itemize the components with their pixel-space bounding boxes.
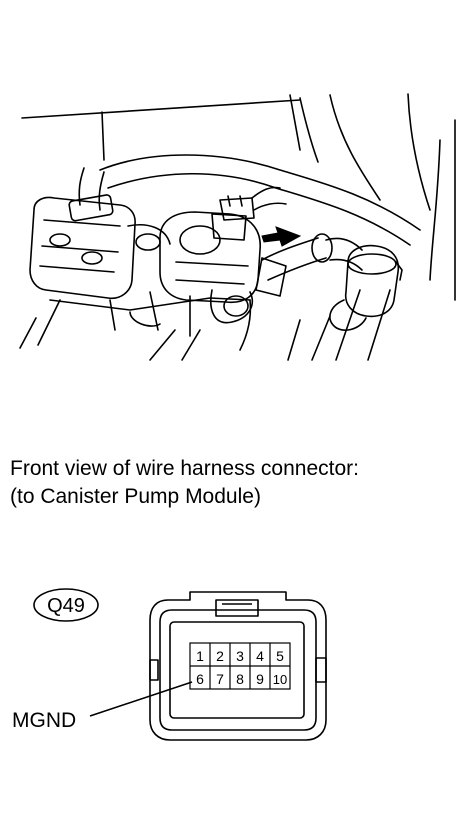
pin-grid	[189, 642, 291, 690]
pin-label: 2	[216, 648, 224, 664]
caption: Front view of wire harness connector: (t…	[10, 455, 470, 511]
pin-label: 1	[196, 648, 204, 664]
connector-code-oval	[33, 588, 99, 622]
pin-label: 6	[196, 671, 204, 687]
connector-code: Q49	[47, 595, 85, 617]
black-arrow-icon	[261, 226, 302, 247]
pin-label: 10	[273, 672, 287, 687]
pin-label: 7	[216, 671, 224, 687]
callout-leader-line	[89, 681, 193, 717]
pin-label: 4	[256, 648, 264, 664]
pin-label: 8	[236, 671, 244, 687]
pin-label: 3	[236, 648, 244, 664]
component-illustration	[19, 93, 456, 361]
pin-label: 5	[276, 648, 284, 664]
caption-line-1: Front view of wire harness connector:	[10, 457, 359, 480]
pin-label: 9	[256, 671, 264, 687]
caption-line-2: (to Canister Pump Module)	[10, 485, 261, 508]
connector-housing	[149, 591, 327, 741]
callout-label-mgnd: MGND	[12, 709, 76, 732]
